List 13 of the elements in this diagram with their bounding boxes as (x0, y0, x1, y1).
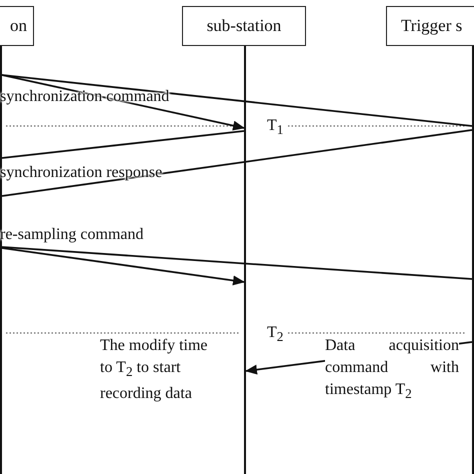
participant-box: Trigger s (386, 6, 474, 46)
message-line (2, 130, 244, 159)
message-line (2, 74, 472, 127)
message-line (2, 246, 472, 280)
time-label: T$_{1}$ (267, 116, 284, 140)
time-label: T$_{2}$ (267, 323, 284, 346)
lifeline (244, 46, 246, 474)
message-line (2, 129, 472, 197)
participant-box: sub-station (182, 6, 306, 46)
lifeline (0, 46, 2, 474)
lifeline (472, 46, 474, 474)
participant-box: on (0, 6, 34, 46)
message-arrow (2, 247, 245, 286)
